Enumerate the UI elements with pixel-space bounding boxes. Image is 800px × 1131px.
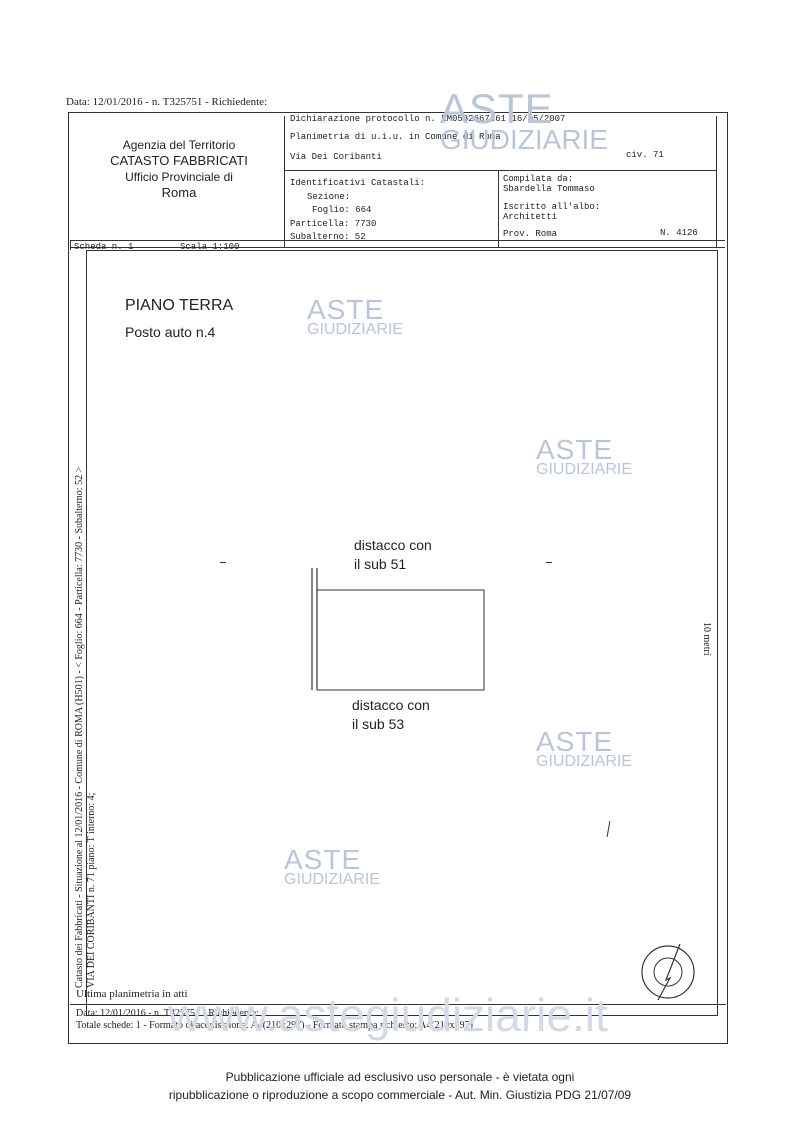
document-frame [68, 112, 728, 1044]
street-line: Via Dei Coribanti [290, 152, 382, 162]
distacco-top-line1: distacco con [354, 537, 432, 553]
watermark-aste-3: ASTE GIUDIZIARIE [536, 436, 632, 478]
publication-notice: Pubblicazione ufficiale ad esclusivo uso… [0, 1068, 800, 1104]
distacco-top: distacco con il sub 51 [354, 536, 432, 574]
watermark-aste-text: ASTE [307, 294, 385, 325]
civ-line: civ. 71 [626, 150, 664, 160]
dash-mark-right [546, 562, 552, 563]
watermark-aste-1: ASTE GIUDIZIARIE [440, 88, 608, 154]
distacco-top-line2: il sub 51 [354, 556, 407, 572]
ufficio-city: Roma [161, 185, 197, 200]
scheda-divider [70, 240, 71, 250]
header-bottom-line-2 [70, 247, 725, 248]
agency-name: Agenzia del Territorio [122, 138, 236, 152]
compiled-block: Compilata da: Sbardella Tommaso Iscritto… [503, 174, 600, 222]
header-divider-v3 [498, 170, 499, 247]
parking-plan-drawing [311, 568, 485, 691]
header-divider-v1 [284, 116, 285, 247]
footer-totale: Totale schede: 1 - Formato di acquisizio… [76, 1020, 473, 1031]
identifiers-title: Identificativi Catastali: [290, 178, 426, 188]
footer-divider [70, 1004, 726, 1005]
distacco-bottom-line1: distacco con [352, 697, 430, 713]
albo-label: Iscritto all'albo: [503, 202, 601, 212]
watermark-aste-text: ASTE [440, 85, 554, 132]
watermark-aste-2: ASTE GIUDIZIARIE [307, 296, 403, 338]
identifiers-block: Identificativi Catastali: Sezione: Fogli… [290, 177, 425, 245]
floor-title: PIANO TERRA [125, 297, 234, 314]
albo-value: Architetti [503, 212, 558, 222]
watermark-site: www.astegiudiziarie.it [168, 989, 608, 1041]
watermark-aste-5: ASTE GIUDIZIARIE [284, 846, 380, 888]
plan-frame [86, 250, 718, 1016]
watermark-giudiziarie-text: GIUDIZIARIE [536, 753, 633, 770]
subalterno-field: Subalterno: 52 [290, 232, 366, 242]
watermark-aste-text: ASTE [536, 726, 614, 757]
compiled-name: Sbardella Tommaso [503, 184, 595, 194]
parking-label: Posto auto n.4 [125, 324, 216, 340]
header-divider-h1 [284, 170, 716, 171]
header-divider-v2 [716, 116, 717, 247]
compiled-title: Compilata da: [503, 174, 574, 184]
prov-field: Prov. Roma [503, 229, 558, 239]
agency-block: Agenzia del Territorio CATASTO FABBRICAT… [84, 137, 274, 201]
header-bottom-line [70, 240, 725, 241]
sezione-field: Sezione: [307, 191, 351, 202]
foglio-field: Foglio: 664 [312, 205, 372, 215]
distacco-bottom: distacco con il sub 53 [352, 696, 430, 734]
distacco-bottom-line2: il sub 53 [352, 716, 405, 732]
side-text-catasto: Catasto dei Fabbricati - Situazione al 1… [74, 466, 85, 988]
scala: Scala 1:100 [180, 242, 240, 252]
ufficio-label: Ufficio Provinciale di [125, 170, 233, 184]
scale-label: 10 metri [701, 622, 712, 656]
watermark-giudiziarie-text: GIUDIZIARIE [307, 321, 404, 338]
footer-data: Data: 12/01/2016 - n. T325751 - Richiede… [76, 1008, 259, 1019]
top-header: Data: 12/01/2016 - n. T325751 - Richiede… [66, 96, 268, 108]
side-text-address: VIA DEI CORIBANTI n. 71 piano: T interno… [86, 792, 97, 988]
catasto-title: CATASTO FABBRICATI [110, 153, 248, 168]
last-plan-label: Ultima planimetria in atti [76, 988, 188, 1000]
protocol-line: Dichiarazione protocollo n. RM0582667c61… [290, 114, 566, 124]
planimetria-line: Planimetria di u.i.u. in Comune di Roma [290, 132, 501, 142]
scheda-number: Scheda n. 1 [74, 242, 134, 252]
watermark-aste-text: ASTE [284, 844, 362, 875]
north-arrow-icon [641, 943, 695, 1001]
registration-number: N. 4126 [660, 228, 698, 238]
watermark-aste-text: ASTE [536, 434, 614, 465]
watermark-giudiziarie-text: GIUDIZIARIE [536, 461, 633, 478]
particella-field: Particella: 7730 [290, 218, 377, 229]
publication-line2: ripubblicazione o riproduzione a scopo c… [168, 1088, 632, 1102]
publication-line1: Pubblicazione ufficiale ad esclusivo uso… [225, 1070, 575, 1084]
dash-mark-left [220, 562, 226, 563]
watermark-giudiziarie-text: GIUDIZIARIE [440, 124, 609, 155]
watermark-giudiziarie-text: GIUDIZIARIE [284, 871, 381, 888]
watermark-aste-4: ASTE GIUDIZIARIE [536, 728, 632, 770]
